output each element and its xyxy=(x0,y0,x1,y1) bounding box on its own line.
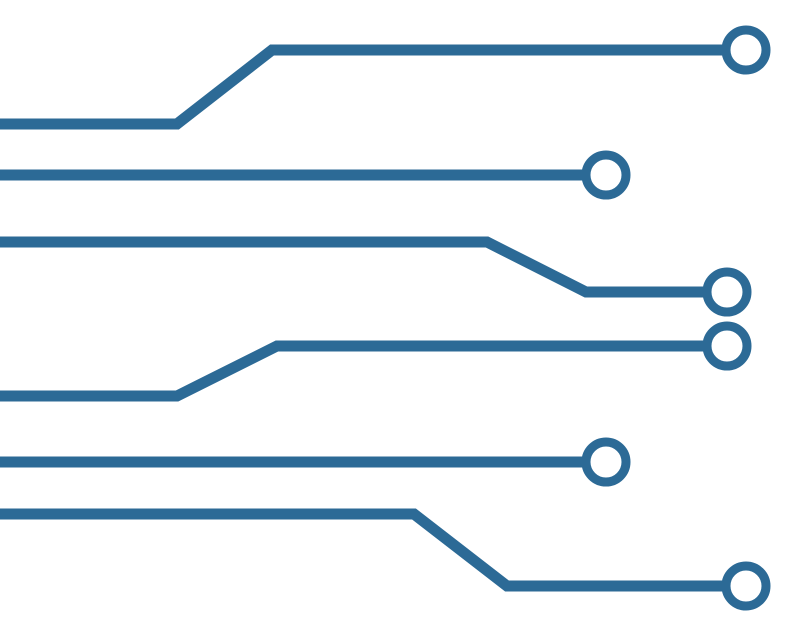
circuit-trace-5 xyxy=(0,437,631,487)
trace-pad-1 xyxy=(721,25,771,75)
trace-line-4 xyxy=(0,340,706,402)
trace-line-3 xyxy=(0,236,706,298)
trace-pad-4 xyxy=(702,321,752,371)
circuit-trace-1 xyxy=(0,25,771,130)
circuit-trace-4 xyxy=(0,321,752,402)
circuit-trace-3 xyxy=(0,236,752,317)
trace-line-1 xyxy=(0,44,722,130)
circuit-trace-2 xyxy=(0,150,631,200)
circuit-trace-6 xyxy=(0,508,771,611)
trace-line-6 xyxy=(0,508,722,592)
trace-pad-5 xyxy=(581,437,631,487)
trace-pad-6 xyxy=(721,561,771,611)
trace-pad-3 xyxy=(702,267,752,317)
trace-pad-2 xyxy=(581,150,631,200)
